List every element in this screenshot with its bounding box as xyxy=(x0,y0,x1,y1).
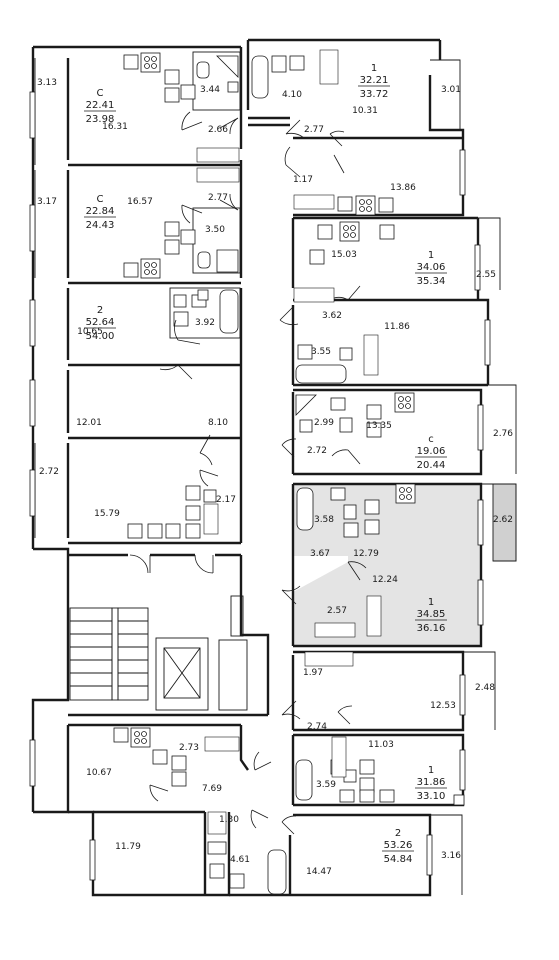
apartment-total-area: 23.98 xyxy=(86,114,115,125)
apartment-type: 1 xyxy=(428,597,434,608)
apartment-living-area: 22.41 xyxy=(86,100,115,111)
apartment-total-area: 33.10 xyxy=(417,791,446,802)
room-area: 10.65 xyxy=(77,327,103,337)
stairs xyxy=(69,607,149,701)
apartment-type: 1 xyxy=(371,63,377,74)
doors xyxy=(129,111,367,835)
apartment-living-area: 32.21 xyxy=(360,75,389,86)
room-area: 12.53 xyxy=(430,701,456,711)
room-area: 2.99 xyxy=(314,418,334,428)
room-area: 12.24 xyxy=(372,575,398,585)
apartment-living-area: 53.26 xyxy=(384,840,413,851)
room-area: 1.17 xyxy=(293,175,313,185)
apartment-apt-2-bottom[interactable]: 253.26 54.84 xyxy=(382,828,414,865)
room-area: 4.61 xyxy=(230,855,250,865)
apartment-type: 2 xyxy=(395,828,401,839)
room-area: 3.17 xyxy=(37,197,57,207)
room-area: 3.58 xyxy=(314,515,334,525)
room-area: 11.86 xyxy=(384,322,410,332)
apartment-apt-c-2[interactable]: С22.84 24.43 xyxy=(84,194,116,231)
room-area: 1.30 xyxy=(219,815,239,825)
apartment-total-area: 36.16 xyxy=(417,623,446,634)
apartment-apt-1-highlight[interactable]: 134.85 36.16 xyxy=(415,597,447,634)
room-area: 13.35 xyxy=(366,421,392,431)
room-area: 2.66 xyxy=(208,125,228,135)
apartment-living-area: 34.06 xyxy=(417,262,446,273)
apartment-apt-c-top[interactable]: С22.41 23.98 xyxy=(84,88,116,125)
room-area: 11.79 xyxy=(115,842,141,852)
apartment-type: 2 xyxy=(97,305,103,316)
room-area: 14.47 xyxy=(306,867,332,877)
room-area: 8.10 xyxy=(208,418,228,428)
room-area: 15.03 xyxy=(331,250,357,260)
fixtures xyxy=(113,49,465,895)
room-area: 4.10 xyxy=(282,90,302,100)
room-area-labels: 3.13 16.31 3.44 2.66 4.10 10.31 3.01 2.77 3.17 16… xyxy=(37,78,513,877)
room-area: 2.72 xyxy=(307,446,327,456)
room-area: 15.79 xyxy=(94,509,120,519)
apartment-total-area: 35.34 xyxy=(417,276,446,287)
room-area: 3.01 xyxy=(441,85,461,95)
apartment-total-area: 33.72 xyxy=(360,89,389,100)
apartment-apt-2-left[interactable]: 252.64 54.00 xyxy=(84,305,116,342)
apartment-type: С xyxy=(97,88,104,99)
apartment-living-area: 19.06 xyxy=(417,446,446,457)
room-area: 16.57 xyxy=(127,197,153,207)
room-area: 16.31 xyxy=(102,122,128,132)
apartment-living-area: 34.85 xyxy=(417,609,446,620)
apartment-type: С xyxy=(97,194,104,205)
room-area: 2.62 xyxy=(493,515,513,525)
room-area: 2.57 xyxy=(327,606,347,616)
room-area: 3.50 xyxy=(205,225,225,235)
room-area: 3.16 xyxy=(441,851,461,861)
apartment-total-area: 24.43 xyxy=(86,220,115,231)
apartment-apt-1-top-right[interactable]: 132.21 33.72 xyxy=(358,63,390,100)
room-area: 10.31 xyxy=(352,106,378,116)
room-area: 2.77 xyxy=(208,193,228,203)
apartment-type: 1 xyxy=(428,765,434,776)
windows xyxy=(29,91,491,881)
room-area: 12.01 xyxy=(76,418,102,428)
room-area: 2.72 xyxy=(39,467,59,477)
room-area: 2.76 xyxy=(493,429,513,439)
room-area: 7.69 xyxy=(202,784,222,794)
apartment-total-area: 54.00 xyxy=(86,331,115,342)
room-area: 3.62 xyxy=(322,311,342,321)
room-area: 13.86 xyxy=(390,183,416,193)
apartment-living-area: 31.86 xyxy=(417,777,446,788)
outer-walls xyxy=(31,38,517,897)
room-area: 1.97 xyxy=(303,668,323,678)
room-area: 3.59 xyxy=(316,780,336,790)
room-area: 3.67 xyxy=(310,549,330,559)
apartment-total-area: 20.44 xyxy=(417,460,446,471)
room-area: 12.79 xyxy=(353,549,379,559)
apartment-living-area: 52.64 xyxy=(86,317,115,328)
room-area: 3.44 xyxy=(200,85,220,95)
room-area: 2.17 xyxy=(216,495,236,505)
apartment-total-area: 54.84 xyxy=(384,854,413,865)
apartment-apt-c-right[interactable]: с19.06 20.44 xyxy=(415,434,447,471)
room-area: 2.77 xyxy=(304,125,324,135)
room-area: 2.48 xyxy=(475,683,495,693)
room-area: 3.13 xyxy=(37,78,57,88)
apartment-type: с xyxy=(428,434,434,445)
apartment-type: 1 xyxy=(428,250,434,261)
room-area: 2.55 xyxy=(476,270,496,280)
room-area: 2.73 xyxy=(179,743,199,753)
room-area: 2.74 xyxy=(307,722,327,732)
room-area: 3.55 xyxy=(311,347,331,357)
highlighted-apartment[interactable] xyxy=(293,483,517,646)
room-area: 3.92 xyxy=(195,318,215,328)
apartment-labels: С22.4123.98С22.8424.43252.6454.00132.213… xyxy=(84,63,447,865)
elevator xyxy=(155,637,209,711)
apartment-apt-1-right-2[interactable]: 134.06 35.34 xyxy=(415,250,447,287)
apartment-living-area: 22.84 xyxy=(86,206,115,217)
room-area: 10.67 xyxy=(86,768,112,778)
apartment-apt-1-right-bottom[interactable]: 131.86 33.10 xyxy=(415,765,447,802)
room-area: 11.03 xyxy=(368,740,394,750)
